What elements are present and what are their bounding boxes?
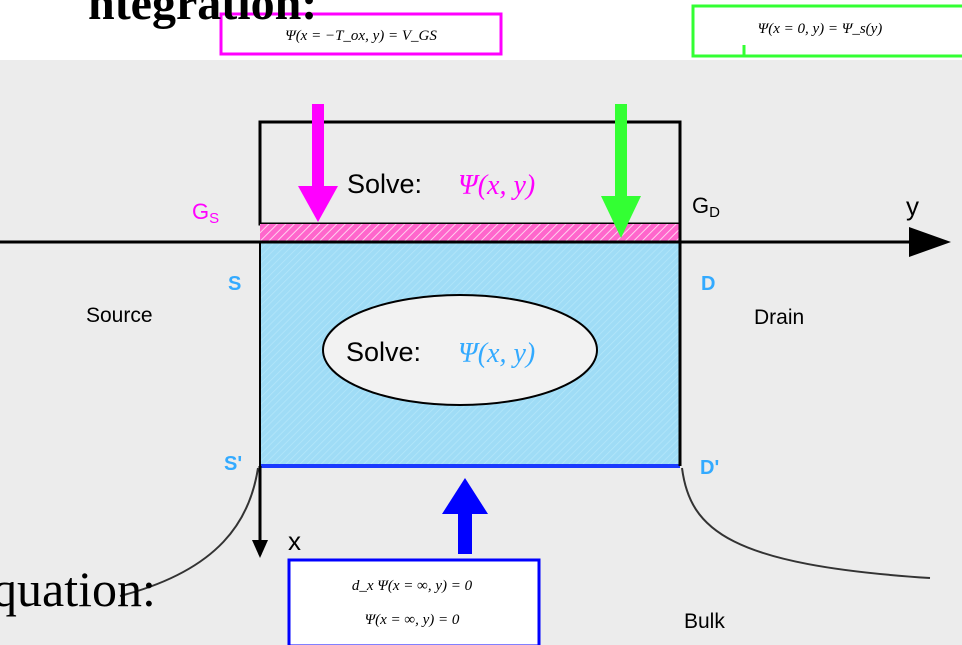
bc-box-top-left [219,12,503,56]
y-axis-label: y [906,191,919,221]
blue-arrow-head [442,478,488,514]
bc-top-left-text: Ψ(x = −T_ox, y) = V_GS [285,28,437,44]
x-axis-label: x [288,526,301,556]
d-label: D [701,273,715,295]
blue-arrow-shaft [458,512,472,554]
top-solve-psi: Ψ(x, y) [458,170,535,201]
bulk-label: Bulk [684,610,725,633]
slide-title-fragment: ntegration: [88,0,318,30]
bc-box-bottom [287,558,541,645]
center-ellipse [322,294,598,406]
bc-box-top-right [691,4,962,58]
gate-drain-label: GD [692,193,720,221]
s-label: S [228,273,241,295]
top-solve-label: Solve: [347,169,422,199]
gate-oxide [260,224,680,242]
bc-top-right-text: Ψ(x = 0, y) = Ψ_s(y) [758,21,883,37]
bc-bottom-line2: Ψ(x = ∞, y) = 0 [365,612,460,628]
center-solve-label: Solve: [346,337,421,367]
drain-depletion-curve [681,467,931,579]
source-label: Source [86,304,153,327]
green-arrow-shaft [615,104,627,196]
bc-bottom-line1: d_x Ψ(x = ∞, y) = 0 [352,578,473,594]
x-axis-arrowhead [252,540,268,558]
drain-label: Drain [754,306,804,329]
d-prime-label: D' [700,457,719,479]
gate-source-label: GS [192,199,219,227]
s-prime-label: S' [224,453,242,475]
source-depletion-curve [119,467,259,597]
magenta-arrow-shaft [312,104,324,186]
magenta-arrow-head [298,186,338,222]
green-arrow-head [601,196,641,238]
center-solve-psi: Ψ(x, y) [458,338,535,369]
slide-bottom-fragment: quation: [0,561,156,617]
